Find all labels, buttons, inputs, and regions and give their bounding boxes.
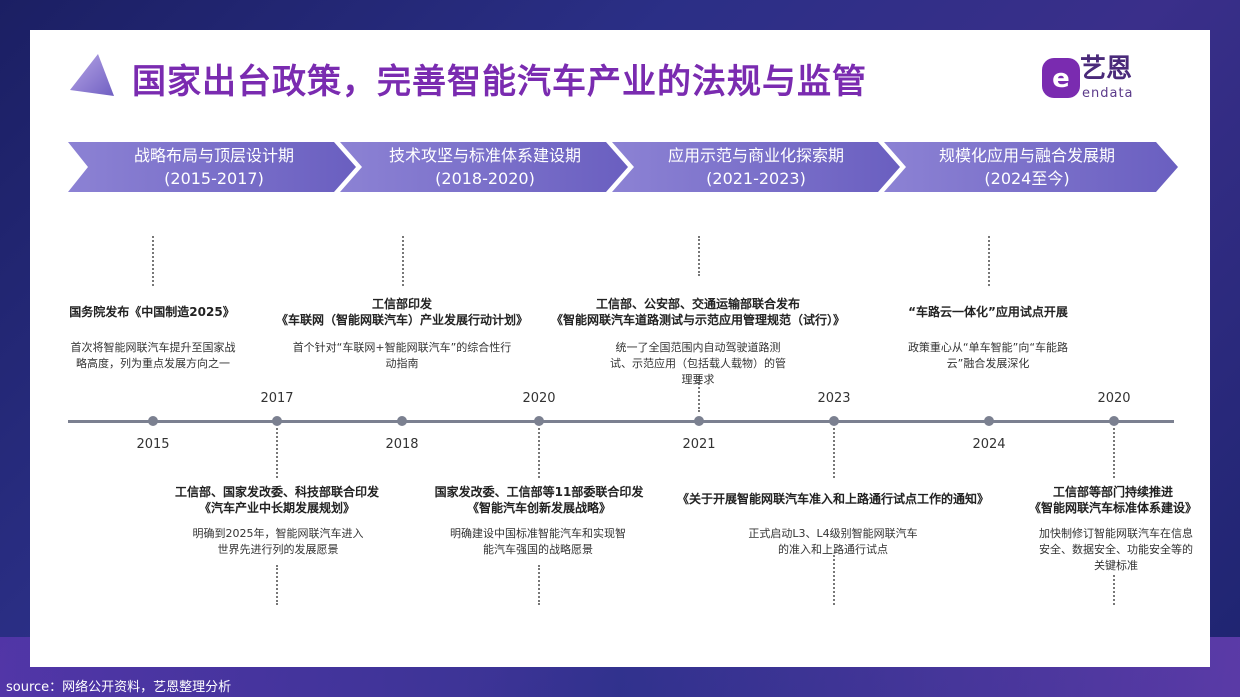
timeline-dot	[397, 416, 407, 426]
endata-logo-icon: e	[1042, 58, 1080, 98]
phase-2: 技术攻坚与标准体系建设期 (2018-2020)	[388, 146, 581, 188]
year-label: 2020	[522, 391, 556, 406]
year-label: 2024	[972, 437, 1006, 452]
timeline-dot	[829, 416, 839, 426]
year-label: 2020	[1097, 391, 1131, 406]
logo-en: endata	[1082, 86, 1134, 101]
event-title: 国家发改委、工信部等11部委联合印发 《智能汽车创新发展战略》	[434, 485, 644, 515]
connector	[538, 565, 540, 605]
connector	[833, 555, 835, 605]
event-title: 《关于开展智能网联汽车准入和上路通行试点工作的通知》	[676, 492, 989, 506]
timeline-dot	[148, 416, 158, 426]
phase-4: 规模化应用与融合发展期 (2024至今)	[938, 146, 1115, 188]
phase-arrows	[68, 142, 1178, 192]
event-title: 工信部、国家发改委、科技部联合印发 《汽车产业中长期发展规划》	[174, 485, 379, 515]
page-title: 国家出台政策，完善智能汽车产业的法规与监管	[132, 62, 867, 102]
event-desc: 政策重心从“单车智能”向“车能路云”融合发展深化	[907, 341, 1069, 370]
event-desc: 统一了全国范围内自动驾驶道路测试、示范应用（包括载人载物）的管理要求	[610, 341, 786, 386]
event-desc: 明确建设中国标准智能汽车和实现智能汽车强国的战略愿景	[450, 527, 626, 556]
source-note: source：网络公开资料，艺恩整理分析	[6, 680, 232, 695]
connector	[988, 236, 990, 286]
connector	[538, 428, 540, 478]
year-label: 2023	[817, 391, 851, 406]
connector	[698, 376, 700, 412]
timeline-axis	[68, 420, 1174, 423]
event-title: 国务院发布《中国制造2025》	[69, 305, 235, 319]
event-title: “车路云一体化”应用试点开展	[908, 305, 1068, 319]
connector	[833, 428, 835, 478]
svg-text:e: e	[1052, 64, 1070, 94]
timeline-dot	[694, 416, 704, 426]
connector	[402, 236, 404, 286]
timeline-dot	[984, 416, 994, 426]
event-desc: 首次将智能网联汽车提升至国家战略高度，列为重点发展方向之一	[70, 341, 236, 370]
event-desc: 首个针对“车联网+智能网联汽车”的综合性行动指南	[292, 341, 512, 370]
connector	[1113, 428, 1115, 478]
event-title: 工信部等部门持续推进 《智能网联汽车标准体系建设》	[1028, 485, 1197, 515]
timeline-dot	[534, 416, 544, 426]
event-desc: 明确到2025年，智能网联汽车进入世界先进行列的发展愿景	[192, 527, 364, 556]
connector	[1113, 575, 1115, 605]
phase-1: 战略布局与顶层设计期 (2015-2017)	[133, 146, 294, 188]
connector	[276, 565, 278, 605]
title-decoration-icon	[70, 54, 114, 96]
year-label: 2015	[136, 437, 170, 452]
event-title: 工信部印发 《车联网（智能网联汽车）产业发展行动计划》	[275, 297, 528, 327]
connector	[276, 428, 278, 478]
connector	[152, 236, 154, 286]
year-label: 2017	[260, 391, 294, 406]
event-title: 工信部、公安部、交通运输部联合发布 《智能网联汽车道路测试与示范应用管理规范（试…	[550, 297, 845, 327]
year-label: 2018	[385, 437, 419, 452]
connector	[698, 236, 700, 276]
slide-card: 国家出台政策，完善智能汽车产业的法规与监管 e 艺恩 endata 战略布局与顶…	[30, 30, 1210, 667]
event-desc: 正式启动L3、L4级别智能网联汽车的准入和上路通行试点	[748, 527, 918, 556]
timeline-dot	[1109, 416, 1119, 426]
phase-3: 应用示范与商业化探索期 (2021-2023)	[667, 146, 844, 188]
year-label: 2021	[682, 437, 716, 452]
event-desc: 加快制修订智能网联汽车在信息安全、数据安全、功能安全等的关键标准	[1039, 527, 1193, 572]
logo-cn: 艺恩	[1080, 54, 1133, 84]
timeline-dot	[272, 416, 282, 426]
